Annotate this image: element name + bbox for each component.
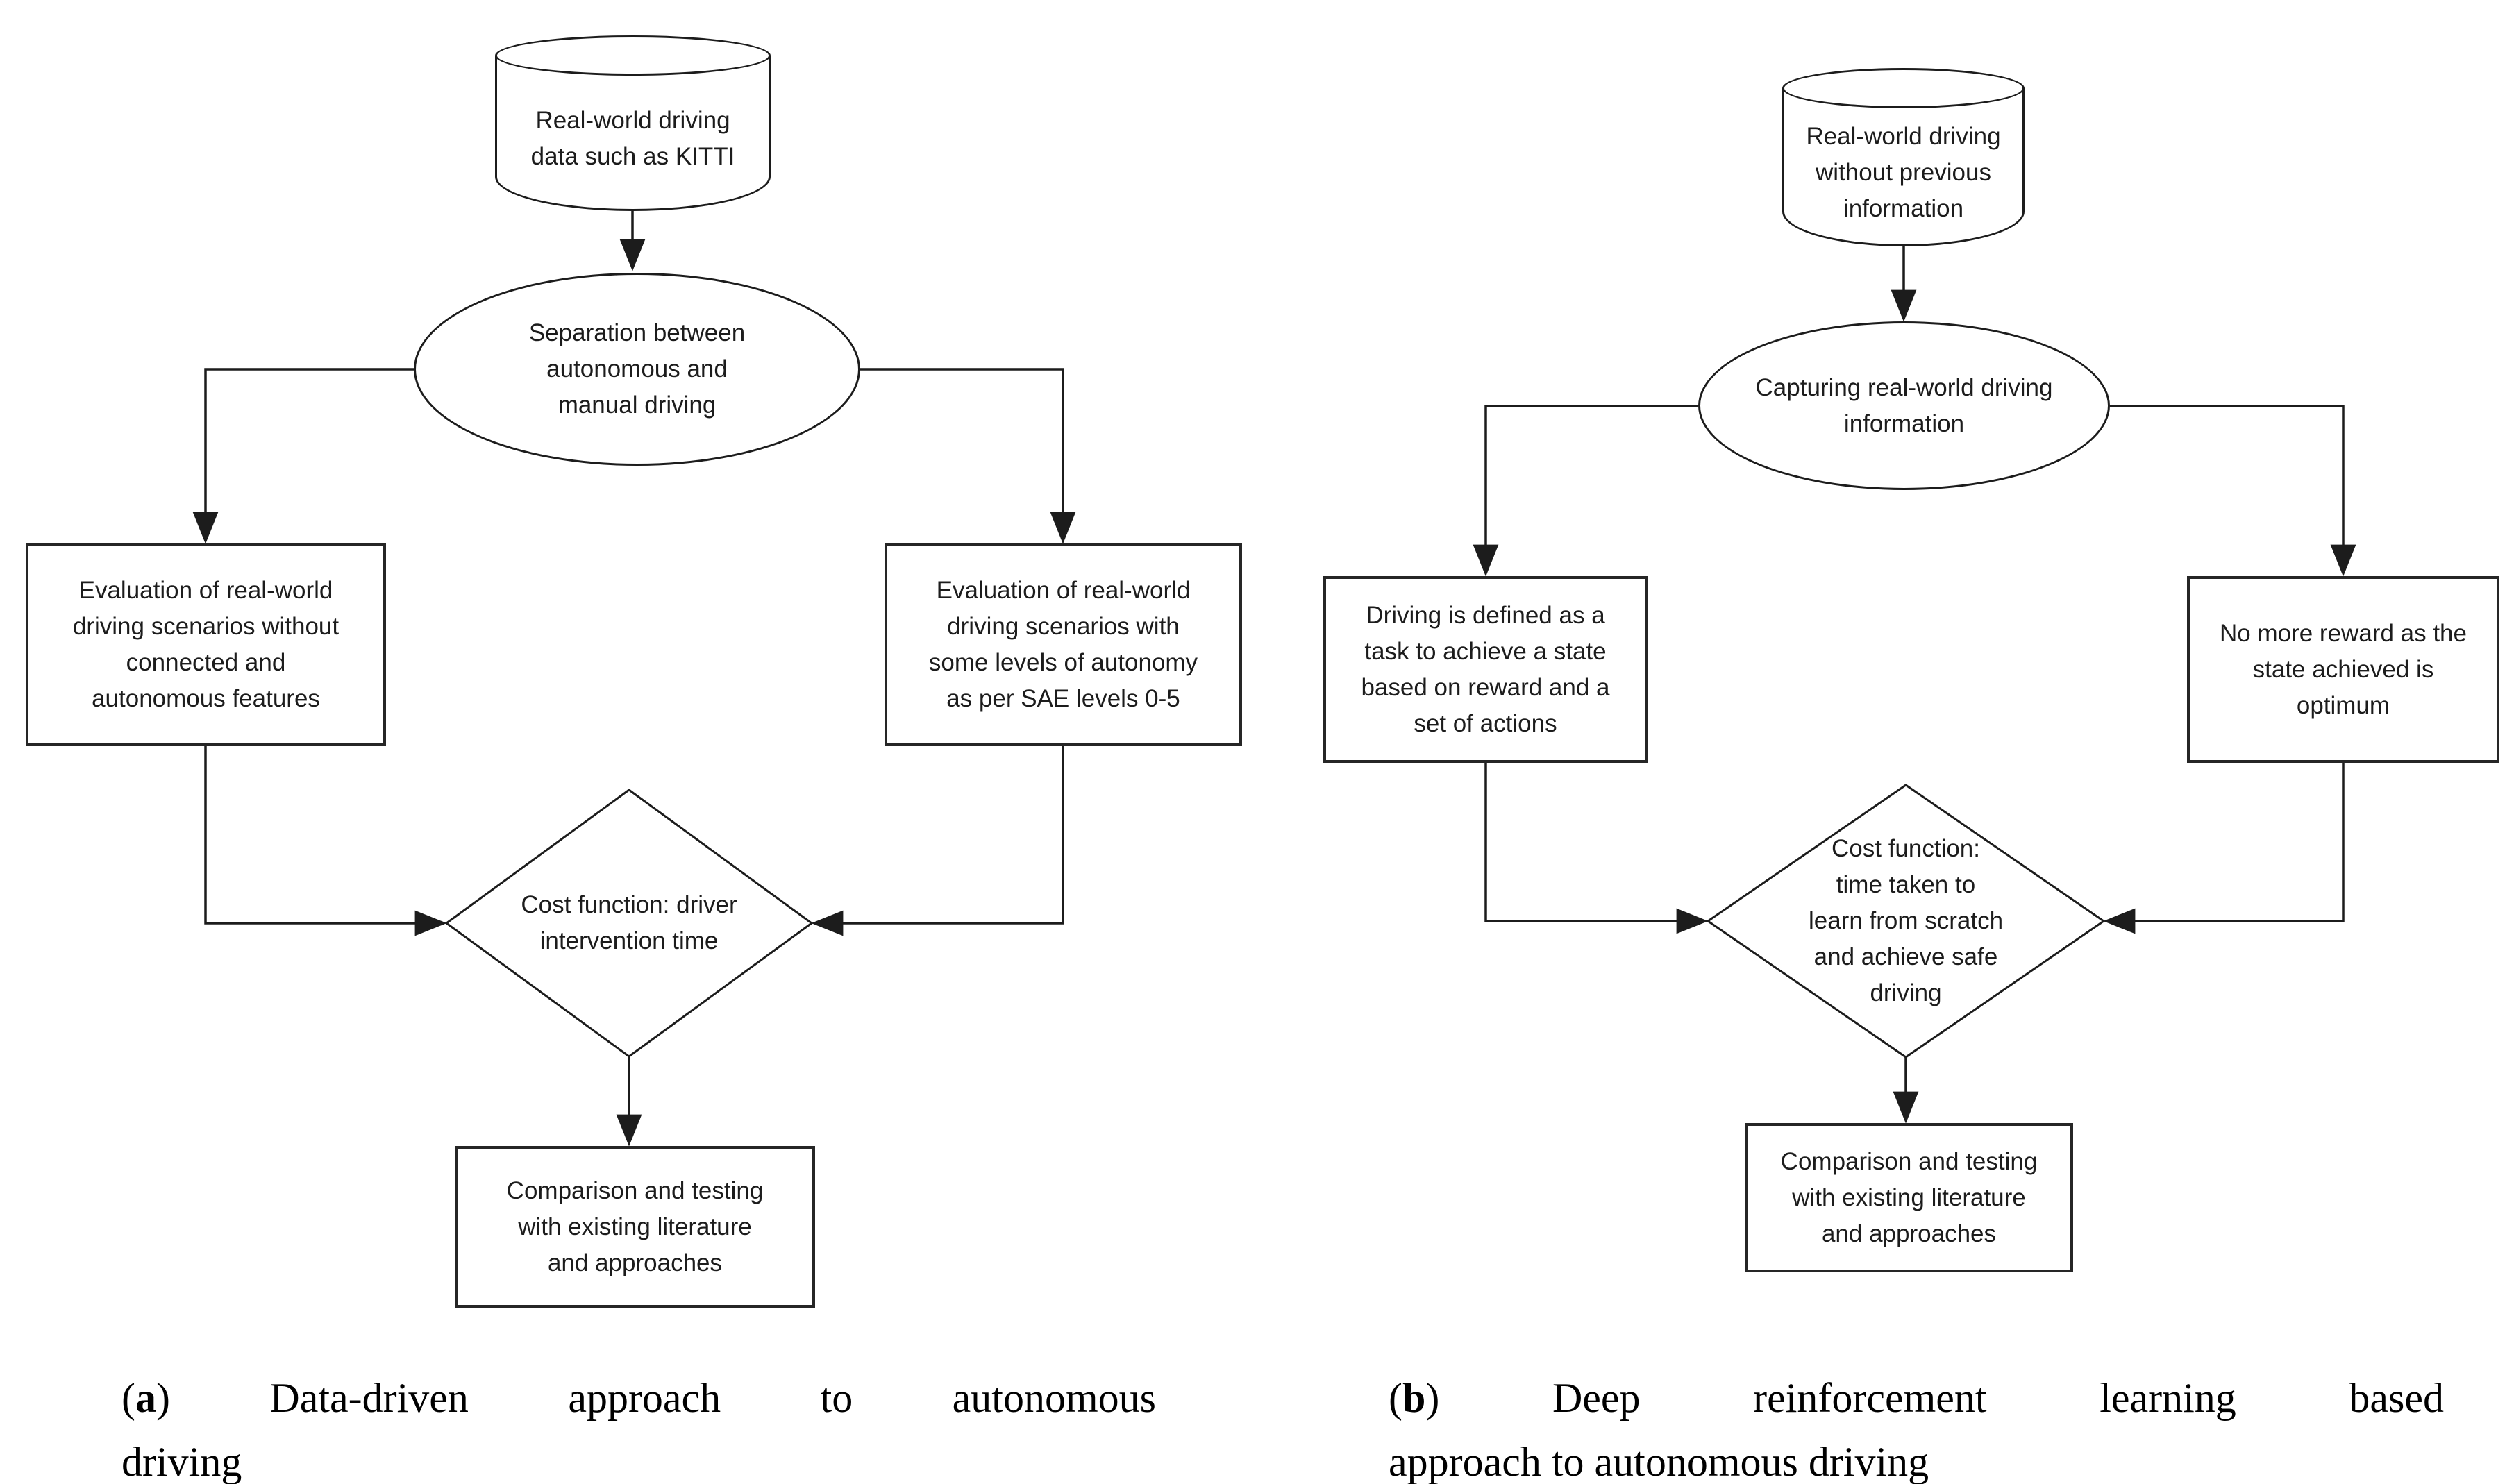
caption-b-paren-open: ( bbox=[1389, 1375, 1402, 1421]
decision-diamond-a bbox=[444, 789, 814, 1058]
caption-a-line1: (a) Data-driven approach to autonomous bbox=[121, 1366, 1156, 1430]
process-ellipse-b: Capturing real-world driving information bbox=[1698, 321, 2110, 490]
caption-a-paren-close: ) bbox=[156, 1375, 170, 1421]
result-text-a: Comparison and testing with existing lit… bbox=[506, 1177, 764, 1276]
connector-process-to-left-branch-a bbox=[192, 368, 414, 544]
datastore-text-a: Real-world driving data such as KITTI bbox=[530, 106, 735, 170]
datastore-cylinder-a-top bbox=[495, 35, 771, 76]
caption-b-label: b bbox=[1402, 1375, 1426, 1421]
datastore-text-b: Real-world driving without previous info… bbox=[1806, 122, 2001, 222]
caption-a-label: a bbox=[135, 1375, 156, 1421]
panel-a-connectors bbox=[192, 211, 1076, 1147]
decision-label-a: Cost function: driver intervention time bbox=[455, 840, 803, 1006]
decision-text-b: Cost function: time taken to learn from … bbox=[1808, 835, 2004, 1006]
caption-b-text: Deep reinforcement learning based bbox=[1439, 1375, 2444, 1421]
connector-right-branch-to-decision-a bbox=[811, 746, 1064, 936]
decision-label-b: Cost function: time taken to learn from … bbox=[1732, 802, 2079, 1040]
process-text-b: Capturing real-world driving information bbox=[1755, 373, 2053, 437]
result-box-a: Comparison and testing with existing lit… bbox=[455, 1146, 815, 1308]
connector-left-branch-to-decision-b bbox=[1484, 763, 1709, 934]
datastore-cylinder-b-body bbox=[1782, 88, 2025, 246]
branch-left-box-a: Evaluation of real-world driving scenari… bbox=[26, 543, 386, 746]
decision-text-a: Cost function: driver intervention time bbox=[521, 891, 737, 954]
caption-a-line2: driving bbox=[121, 1439, 242, 1484]
datastore-cylinder-b: Real-world driving without previous info… bbox=[1782, 68, 2025, 246]
datastore-cylinder-a: Real-world driving data such as KITTI bbox=[495, 35, 771, 211]
datastore-cylinder-a-body bbox=[495, 56, 771, 211]
branch-left-text-a: Evaluation of real-world driving scenari… bbox=[72, 577, 340, 712]
process-text-a: Separation between autonomous and manual… bbox=[528, 319, 746, 419]
connector-process-to-left-branch-b bbox=[1473, 405, 1698, 577]
branch-right-box-b: No more reward as the state achieved is … bbox=[2187, 576, 2499, 763]
branch-right-text-a: Evaluation of real-world driving scenari… bbox=[928, 577, 1198, 712]
result-box-b: Comparison and testing with existing lit… bbox=[1745, 1123, 2073, 1272]
datastore-cylinder-b-top bbox=[1782, 68, 2025, 108]
connector-left-branch-to-decision-a bbox=[204, 746, 447, 936]
branch-left-box-b: Driving is defined as a task to achieve … bbox=[1323, 576, 1648, 763]
caption-a-paren-open: ( bbox=[121, 1375, 135, 1421]
caption-b-line1: (b) Deep reinforcement learning based bbox=[1389, 1366, 2444, 1430]
caption-b: (b) Deep reinforcement learning based ap… bbox=[1389, 1366, 2444, 1484]
process-ellipse-a: Separation between autonomous and manual… bbox=[414, 273, 860, 466]
result-text-b: Comparison and testing with existing lit… bbox=[1780, 1147, 2038, 1247]
caption-b-line2: approach to autonomous driving bbox=[1389, 1439, 1929, 1484]
panel-b-connectors bbox=[1473, 246, 2356, 1124]
decision-diamond-b bbox=[1706, 784, 2106, 1059]
connector-process-to-right-branch-a bbox=[860, 368, 1076, 544]
caption-b-paren-close: ) bbox=[1425, 1375, 1440, 1421]
branch-right-box-a: Evaluation of real-world driving scenari… bbox=[885, 543, 1242, 746]
caption-a: (a) Data-driven approach to autonomous d… bbox=[121, 1366, 1156, 1484]
caption-a-text: Data-driven approach to autonomous bbox=[169, 1375, 1156, 1421]
connector-process-to-right-branch-b bbox=[2110, 405, 2356, 577]
branch-left-text-b: Driving is defined as a task to achieve … bbox=[1361, 601, 1610, 737]
connector-right-branch-to-decision-b bbox=[2103, 763, 2345, 934]
branch-right-text-b: No more reward as the state achieved is … bbox=[2220, 619, 2467, 719]
